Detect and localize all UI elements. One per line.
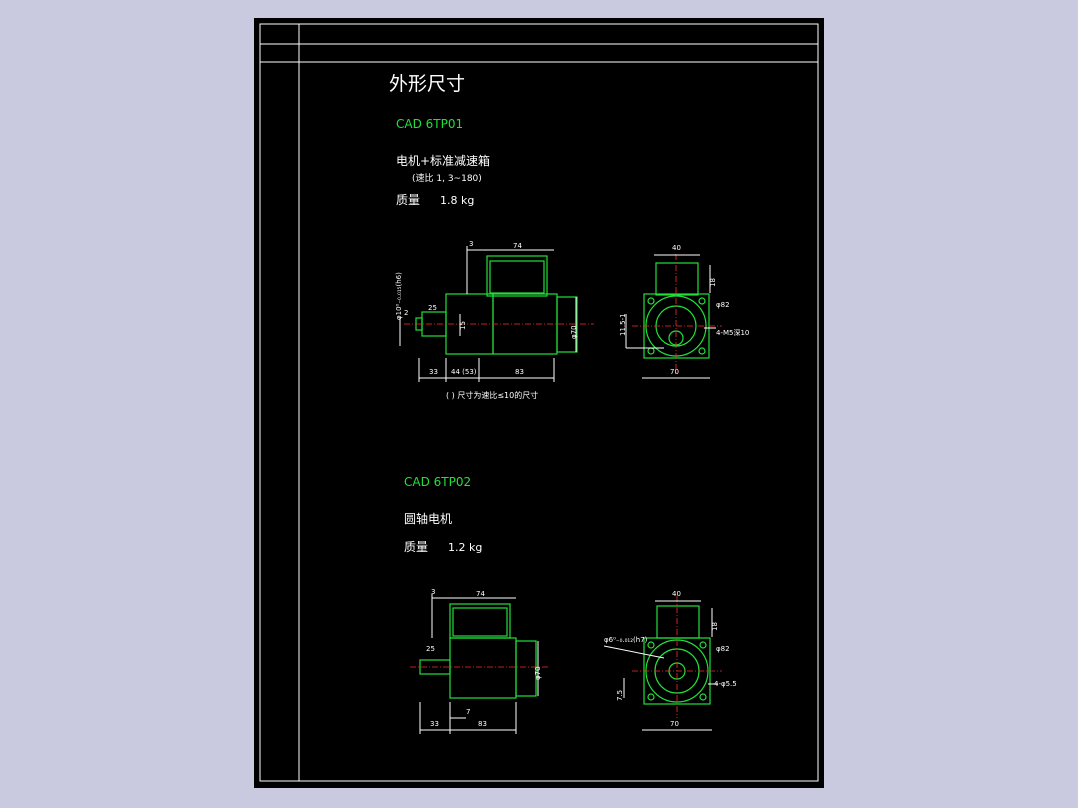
part2-dim-74: 74 [476,590,485,598]
part1-side-view [399,246,594,382]
part2-description: 圆轴电机 [404,511,452,526]
part2-front-dim-shaft: φ6⁰₋₀.₀₁₂(h7) [604,636,648,644]
part1-body-dim: φ70 [570,325,578,339]
part2-body-dim: φ70 [534,666,542,680]
part2-dim-83: 83 [478,720,487,728]
part2-dim-33: 33 [430,720,439,728]
part1-front-dim-70: 70 [670,368,679,376]
drawing-sheet: 外形尺寸 CAD 6TP01 电机+标准减速箱 (速比 1, 3~180) 质量… [254,18,824,788]
title-block-frame [259,23,819,782]
part1-dim-83: 83 [515,368,524,376]
part1-shaft-dim: φ10⁰₋₀.₀₁₅(h6) [395,272,403,320]
part1-front-dim-82: φ82 [716,301,730,309]
part2-front-dim-holes: 4-φ5.5 [714,680,737,688]
part2-front-dim-7-5: 7.5 [616,690,624,701]
part2-front-dim-70: 70 [670,720,679,728]
part1-ratio-note: (速比 1, 3~180) [412,172,482,184]
part2-dim-25: 25 [426,645,435,653]
part1-dim-33: 33 [429,368,438,376]
part2-weight-value: 1.2 kg [448,541,482,554]
part1-front-dim-18: 18 [709,278,717,287]
part2-dim-3: 3 [431,588,435,596]
part1-dim-74: 74 [513,242,522,250]
part1-dim-25: 25 [428,304,437,312]
part2-weight-label: 质量 [404,540,428,554]
part1-weight-value: 1.8 kg [440,194,474,207]
part2-front-dim-82: φ82 [716,645,730,653]
part2-cad-code: CAD 6TP02 [404,475,471,489]
page-title: 外形尺寸 [389,73,465,95]
part1-description: 电机+标准减速箱 [396,153,490,168]
part2-front-view [603,596,722,731]
part2-side-view [410,594,550,734]
part1-dim-15: 15 [459,321,467,330]
part1-front-dim-40: 40 [672,244,681,252]
part1-cad-code: CAD 6TP01 [396,117,463,131]
part1-front-dim-holes: 4-M5深10 [716,328,749,337]
part1-weight-label: 质量 [396,193,420,207]
part2-front-dim-40: 40 [672,590,681,598]
part1-dim-44: 44 (53) [451,368,477,376]
part1-front-dim-keyway: 11.5-1 [619,313,627,336]
part1-dim-2: 2 [404,309,408,317]
part1-dim-3: 3 [469,240,473,248]
part2-front-dim-18: 18 [711,622,719,631]
part2-dim-7: 7 [466,708,470,716]
part1-footnote: ( ) 尺寸为速比≤10的尺寸 [446,390,538,400]
part1-front-view [625,254,722,379]
